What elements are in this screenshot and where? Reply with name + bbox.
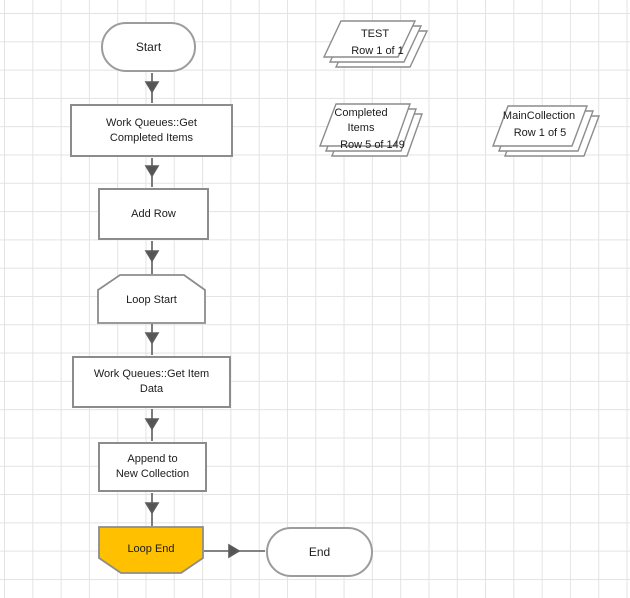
arrowhead-down-icon bbox=[144, 418, 160, 431]
edge-append-to-loop-end bbox=[144, 493, 160, 526]
edge-loop-end-to-end bbox=[204, 543, 265, 559]
arrowhead-down-icon bbox=[144, 165, 160, 178]
stack-sheet-front-icon bbox=[318, 103, 411, 147]
collection-completed-items-row: Row 5 of 149 bbox=[340, 139, 405, 151]
collection-completed-items[interactable] bbox=[318, 103, 423, 157]
node-get-completed-items[interactable]: Work Queues::Get Completed Items bbox=[70, 104, 233, 157]
collection-completed-items-name: Completed Items bbox=[334, 107, 388, 134]
collection-test-name: TEST bbox=[360, 28, 390, 40]
arrowhead-down-icon bbox=[144, 250, 160, 263]
collection-main-collection[interactable] bbox=[491, 105, 601, 157]
edge-get-completed-items-to-add-row bbox=[144, 158, 160, 187]
node-end[interactable]: End bbox=[266, 527, 373, 577]
arrowhead-down-icon bbox=[144, 502, 160, 515]
node-add-row[interactable]: Add Row bbox=[98, 188, 209, 240]
node-start-label: Start bbox=[135, 39, 162, 54]
node-add-row-label: Add Row bbox=[131, 207, 176, 220]
stack-sheet-front-icon bbox=[491, 105, 589, 147]
node-get-item-data[interactable]: Work Queues::Get Item Data bbox=[72, 356, 231, 408]
node-get-completed-items-label: Work Queues::Get Completed Items bbox=[106, 116, 197, 144]
arrowhead-right-icon bbox=[228, 543, 241, 559]
node-loop-start[interactable] bbox=[97, 274, 206, 324]
collection-main-collection-row: Row 1 of 5 bbox=[513, 127, 567, 139]
arrowhead-down-icon bbox=[144, 81, 160, 94]
edge-start-to-get-completed-items bbox=[144, 73, 160, 103]
collection-main-collection-name: MainCollection bbox=[502, 110, 576, 122]
node-end-label: End bbox=[308, 544, 331, 559]
node-loop-end[interactable] bbox=[98, 526, 204, 574]
arrowhead-down-icon bbox=[144, 332, 160, 345]
stack-sheet-front-icon bbox=[322, 20, 417, 58]
edge-add-row-to-loop-start bbox=[144, 241, 160, 274]
collection-test[interactable] bbox=[322, 20, 429, 68]
node-append-to-new-collection[interactable]: Append to New Collection bbox=[98, 442, 207, 492]
node-get-item-data-label: Work Queues::Get Item Data bbox=[93, 368, 210, 395]
node-start[interactable]: Start bbox=[101, 22, 196, 72]
edge-loop-start-to-get-item-data bbox=[144, 324, 160, 355]
collection-test-row: Row 1 of 1 bbox=[351, 45, 404, 57]
edge-get-item-data-to-append bbox=[144, 409, 160, 441]
node-append-to-new-collection-label: Append to New Collection bbox=[115, 453, 190, 480]
